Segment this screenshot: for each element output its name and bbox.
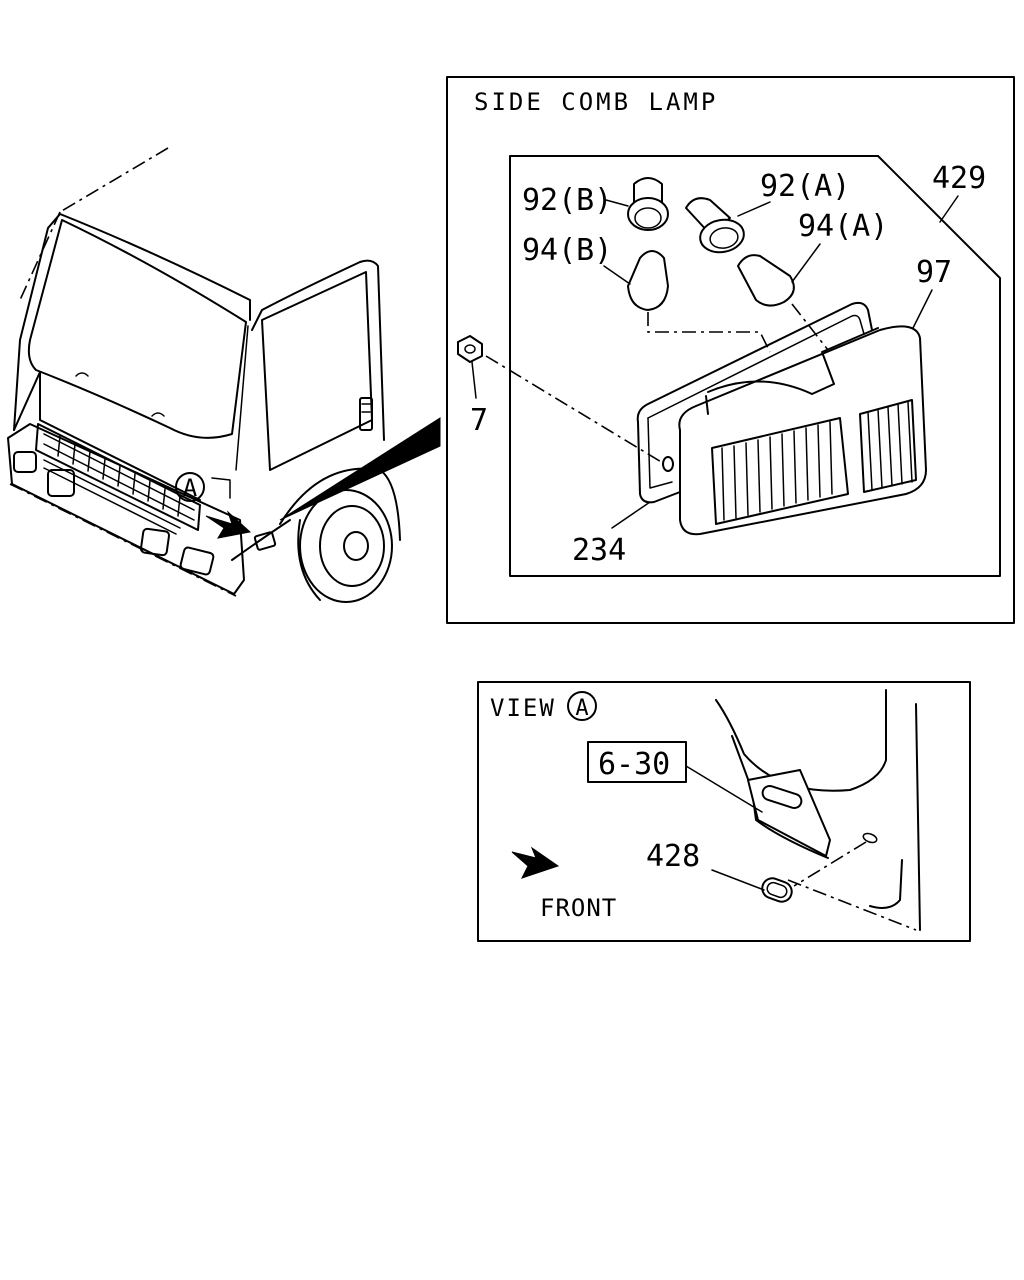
callout-428: 428 bbox=[646, 839, 700, 874]
bulb-94a bbox=[737, 254, 795, 307]
side-comb-lamp-panel: SIDE COMB LAMP 429 97 92(B) 92(A) 94(B) bbox=[446, 76, 1015, 624]
marker-a-label: A bbox=[183, 474, 198, 502]
marker-a-circle bbox=[175, 472, 205, 502]
view-marker-label: A bbox=[575, 696, 588, 721]
assembly-boundary bbox=[509, 155, 1001, 577]
truck-front-wheel bbox=[297, 489, 393, 603]
panel-title: SIDE COMB LAMP bbox=[474, 88, 718, 116]
callout-7: 7 bbox=[470, 403, 488, 438]
callout-97: 97 bbox=[916, 255, 952, 290]
callout-92b: 92(B) bbox=[522, 183, 612, 218]
grommet-428 bbox=[761, 877, 793, 903]
lamp-bracket bbox=[747, 769, 831, 857]
view-a-arrow-icon bbox=[205, 510, 252, 539]
callout-92a: 92(A) bbox=[760, 169, 850, 204]
front-arrow-icon bbox=[511, 846, 560, 879]
callout-429: 429 bbox=[932, 161, 986, 196]
main-panel-frame bbox=[446, 76, 1015, 624]
nut-7 bbox=[457, 335, 483, 363]
socket-92a bbox=[685, 197, 745, 254]
callout-94a: 94(A) bbox=[798, 209, 888, 244]
callout-234: 234 bbox=[572, 533, 626, 568]
bulb-94b bbox=[627, 250, 669, 311]
truck-cab-illustration: A bbox=[7, 147, 441, 603]
lamp-body-97 bbox=[662, 325, 927, 536]
truck-door bbox=[235, 259, 385, 471]
view-marker-circle bbox=[567, 691, 597, 721]
socket-92b bbox=[627, 177, 669, 231]
front-label: FRONT bbox=[540, 894, 617, 922]
callout-94b: 94(B) bbox=[522, 233, 612, 268]
truck-grille bbox=[35, 423, 201, 535]
ref-box-label: 6-30 bbox=[598, 747, 670, 782]
ref-box-frame bbox=[587, 741, 687, 783]
view-a-panel: VIEW A 6-30 428 FRONT bbox=[477, 681, 971, 942]
view-panel-frame bbox=[477, 681, 971, 942]
view-title: VIEW bbox=[490, 694, 556, 722]
gasket-234 bbox=[636, 301, 873, 504]
detail-leader-wedge bbox=[279, 417, 441, 521]
